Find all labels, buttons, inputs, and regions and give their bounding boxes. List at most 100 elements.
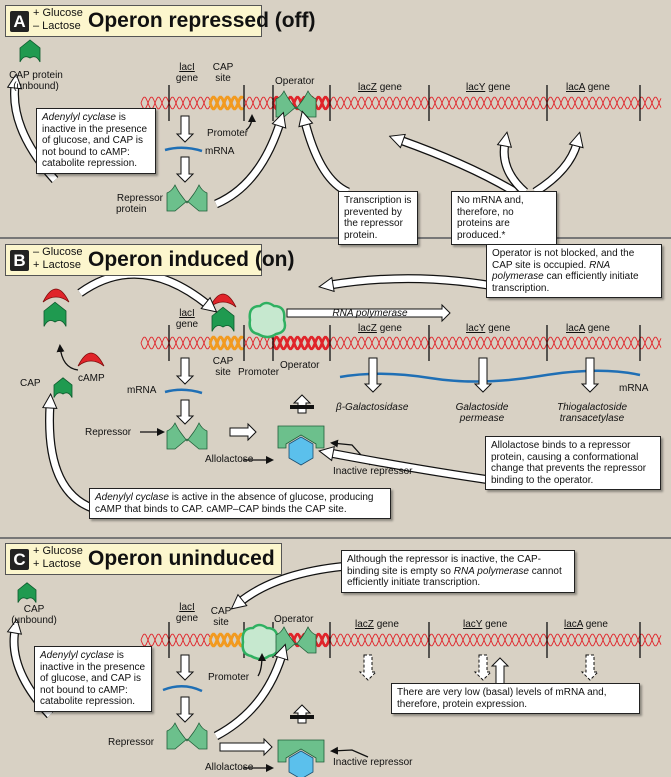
repressor-on-operator <box>275 626 317 654</box>
rna-polymerase-direction-arrow <box>286 303 451 323</box>
mrna-strand <box>162 685 203 693</box>
repressor-to-operator-arrow <box>214 123 280 207</box>
laca-gene-label: lacA gene <box>566 323 610 334</box>
inactive-repressor <box>277 739 325 763</box>
inactivation-arrow <box>229 422 257 442</box>
repressor-inactive-note: Although the repressor is inactive, the … <box>341 550 575 593</box>
camp-cap-complex-cap <box>43 301 67 327</box>
repressor-label: Repressor <box>85 427 132 438</box>
transcription-note-arrow-outline <box>300 120 351 197</box>
lacz-basal-arrow <box>358 654 378 681</box>
lactose-condition: – Lactose <box>33 20 81 32</box>
rna-polymerase-icon <box>241 623 280 661</box>
cap-unbound-label: CAP(unbound) <box>6 604 62 626</box>
lacz-gene-label: lacZ gene <box>358 82 402 93</box>
gene-word: gene <box>485 619 508 630</box>
label-line: CAP <box>212 62 234 73</box>
cap-site-dna <box>208 95 245 111</box>
allolactose-molecule <box>288 750 314 777</box>
adenylyl-cyclase-note: Adenylyl cyclase is inactive in the pres… <box>36 108 156 174</box>
gene-name: lacY <box>466 82 486 93</box>
gene-word: gene <box>379 82 402 93</box>
gene-name: lacY <box>466 323 486 334</box>
gene-word: gene <box>488 323 511 334</box>
panel-letter: A <box>10 11 29 32</box>
gene-word: gene <box>379 323 402 334</box>
label-line: site <box>215 73 231 84</box>
lacz-gene-label: lacZ gene <box>358 323 402 334</box>
cap-protein-label: CAP protein(unbound) <box>4 70 68 92</box>
translation-arrow <box>175 696 195 723</box>
lacy-translation-arrow <box>473 357 493 393</box>
inactive-repressor <box>277 425 325 449</box>
adenylyl-to-cap-arrow <box>50 405 94 512</box>
label-line: site <box>215 367 231 378</box>
rna-polymerase-label: RNA polymerase <box>332 308 408 319</box>
lacy-gene-label: lacY gene <box>463 619 507 630</box>
operator-label: Operator <box>280 360 320 371</box>
inactive-repressor-label: Inactive repressor <box>333 757 413 768</box>
lacz-gene-label: lacZ gene <box>355 619 399 630</box>
repressor-protein <box>166 184 208 212</box>
label-line: gene <box>175 613 199 624</box>
operator-label: Operator <box>274 614 314 625</box>
label-line: lacI <box>179 308 195 319</box>
translation-arrow <box>175 156 195 183</box>
gene-name: lacZ <box>358 323 377 334</box>
lacz-translation-arrow <box>363 357 383 393</box>
inactive-repressor-pointer <box>330 746 369 758</box>
label-line: Repressor <box>116 193 163 204</box>
operator-not-blocked-note: Operator is not blocked, and the CAP sit… <box>486 244 662 298</box>
adenylyl-cyclase-note: Adenylyl cyclase is inactive in the pres… <box>34 646 152 712</box>
mrna-label: mRNA <box>205 146 235 157</box>
transcription-arrow <box>175 357 195 385</box>
label-line: CAP <box>23 604 45 615</box>
repressor-on-operator <box>275 90 317 118</box>
lacy-basal-arrow <box>473 654 493 681</box>
transcription-note-arrow <box>305 122 350 195</box>
cap-protein-icon <box>19 39 41 63</box>
no-mrna-arrow-lacy <box>504 143 528 195</box>
gene-name: lacA <box>566 82 585 93</box>
enzyme-name: Adenylyl cyclase <box>42 112 116 123</box>
note-text: Operator is not blocked, and the CAP sit… <box>492 248 635 271</box>
gene-name: lacZ <box>355 619 374 630</box>
cap-site-dna <box>208 632 245 648</box>
mrna-label: mRNA <box>127 385 157 396</box>
label-line: Galactoside <box>455 402 509 413</box>
gene-name: lacZ <box>358 82 377 93</box>
panel-c-header: C + Glucose+ Lactose Operon uninduced <box>5 543 282 575</box>
laca-gene-label: lacA gene <box>566 82 610 93</box>
transcription-prevented-note: Transcription is prevented by the repres… <box>338 191 418 245</box>
camp-binding-arrow <box>56 344 79 371</box>
repressor-label: Repressor <box>108 737 155 748</box>
panel-b-header: B – Glucose+ Lactose Operon induced (on) <box>5 244 294 276</box>
label-line: permease <box>459 413 505 424</box>
laca-gene-label: lacA gene <box>564 619 608 630</box>
conditions: + Glucose– Lactose <box>33 7 83 33</box>
transcription-arrow <box>175 115 195 143</box>
inactivation-arrow <box>219 737 273 757</box>
conditions: – Glucose+ Lactose <box>33 246 83 272</box>
glucose-condition: + Glucose <box>33 545 83 557</box>
promoter-pointer <box>245 114 256 131</box>
polycistronic-mrna <box>339 369 641 383</box>
label-line: gene <box>175 319 199 330</box>
lacy-gene-label: lacY gene <box>466 323 510 334</box>
allolactose-binding-note: Allolactose binds to a repressor protein… <box>485 436 661 490</box>
lacy-gene-label: lacY gene <box>466 82 510 93</box>
enzyme-name: RNA polymerase <box>492 259 610 283</box>
enzyme-name: Adenylyl cyclase <box>95 492 169 503</box>
laca-translation-arrow <box>580 357 600 393</box>
cap-protein-icon <box>17 582 37 603</box>
promoter-label: Promoter <box>238 367 280 378</box>
cap-on-cap-site <box>211 306 235 332</box>
operator-label: Operator <box>275 76 315 87</box>
lactose-condition: + Lactose <box>33 259 82 271</box>
